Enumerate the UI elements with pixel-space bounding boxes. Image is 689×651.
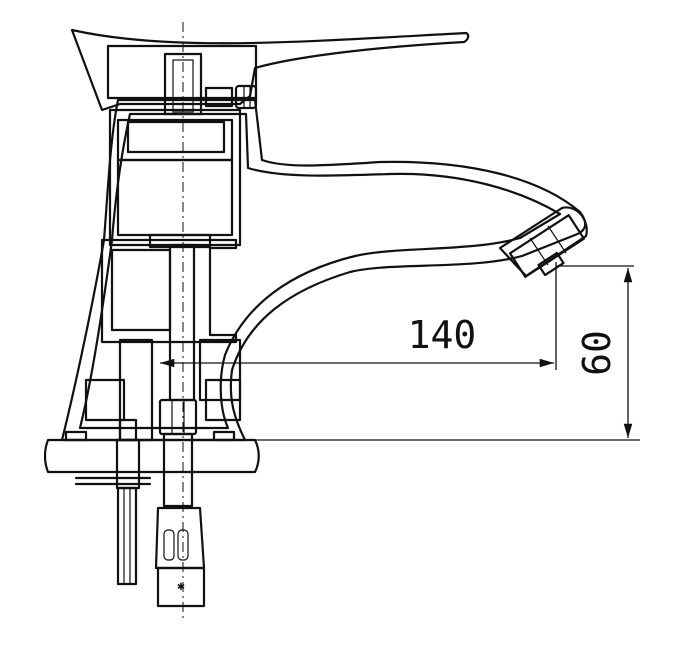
dimension-vertical: 60 [556,265,634,438]
dimension-horizontal: 140 [160,262,557,370]
sink-deck [43,430,640,474]
faucet-body [60,98,587,442]
lever-handle [70,28,470,112]
cartridge [108,108,242,247]
svg-text:✱: ✱ [177,582,185,593]
dimension-horizontal-label: 140 [408,313,477,357]
set-screw [204,84,258,110]
mounting-stud [74,418,152,586]
supply-hose: ✱ [154,398,206,608]
spindle [163,22,203,618]
aerator [498,206,588,278]
dimension-vertical-label: 60 [575,330,619,376]
